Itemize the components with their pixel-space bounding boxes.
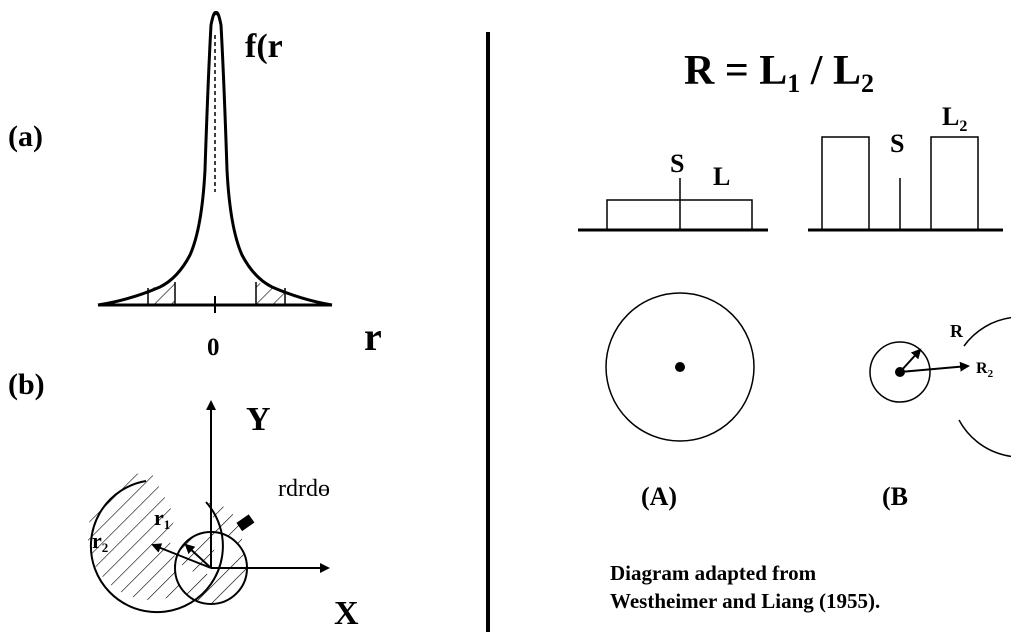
r2-label: r2 xyxy=(92,528,108,555)
hatched-annulus xyxy=(87,472,247,604)
outer-arc xyxy=(89,480,224,614)
label-L2-b: L2 xyxy=(942,102,967,135)
outer-radius-arrow xyxy=(899,361,970,373)
f-of-r-label: f(r xyxy=(245,28,283,65)
diagram-b-circle: R R2 (B xyxy=(869,316,1011,511)
center-dot-a xyxy=(675,362,685,372)
diagram-a-bars: S L xyxy=(578,149,768,232)
zero-label: 0 xyxy=(207,334,220,361)
r2-arrow xyxy=(151,543,212,569)
element-label: rdrdɵ xyxy=(278,476,330,502)
panel-right: R = L1 / L2 S L S L2 (A) xyxy=(578,48,1011,613)
x-axis-label: X xyxy=(334,595,359,632)
inner-circle-b xyxy=(869,341,931,403)
outer-circle-a xyxy=(605,292,755,442)
right-bar-b xyxy=(930,136,979,231)
label-a: (a) xyxy=(8,120,43,153)
label-R2: R2 xyxy=(976,360,994,380)
label-S-b: S xyxy=(890,129,904,158)
left-bar-b xyxy=(821,136,870,231)
r1-arrow xyxy=(184,543,212,569)
ratio-formula: R = L1 / L2 xyxy=(684,48,874,98)
label-L-a: L xyxy=(713,162,730,191)
r-axis-label: r xyxy=(364,314,382,359)
credit-line-1: Diagram adapted from xyxy=(610,561,817,585)
point-spread-curve xyxy=(97,11,333,307)
label-S-a: S xyxy=(670,149,684,178)
credit-line-2: Westheimer and Liang (1955). xyxy=(610,589,880,613)
panel-a: (a) f(r 0 r xyxy=(8,11,382,361)
diagram-b-bars: S L2 xyxy=(808,102,1003,232)
outer-arc-b xyxy=(958,316,1011,457)
area-element xyxy=(236,514,255,532)
y-axis-label: Y xyxy=(246,401,271,438)
right-hatched-tail xyxy=(256,282,285,305)
r1-label: r1 xyxy=(154,505,170,532)
label-R: R xyxy=(950,321,964,341)
caption-B: (B xyxy=(882,482,908,511)
panel-b: (b) Y X rdrdɵ r1 r2 xyxy=(8,368,359,632)
caption-A: (A) xyxy=(641,482,677,511)
label-b: (b) xyxy=(8,368,45,401)
inner-radius-arrow xyxy=(899,348,922,373)
diagram-a-circle: (A) xyxy=(605,292,755,511)
